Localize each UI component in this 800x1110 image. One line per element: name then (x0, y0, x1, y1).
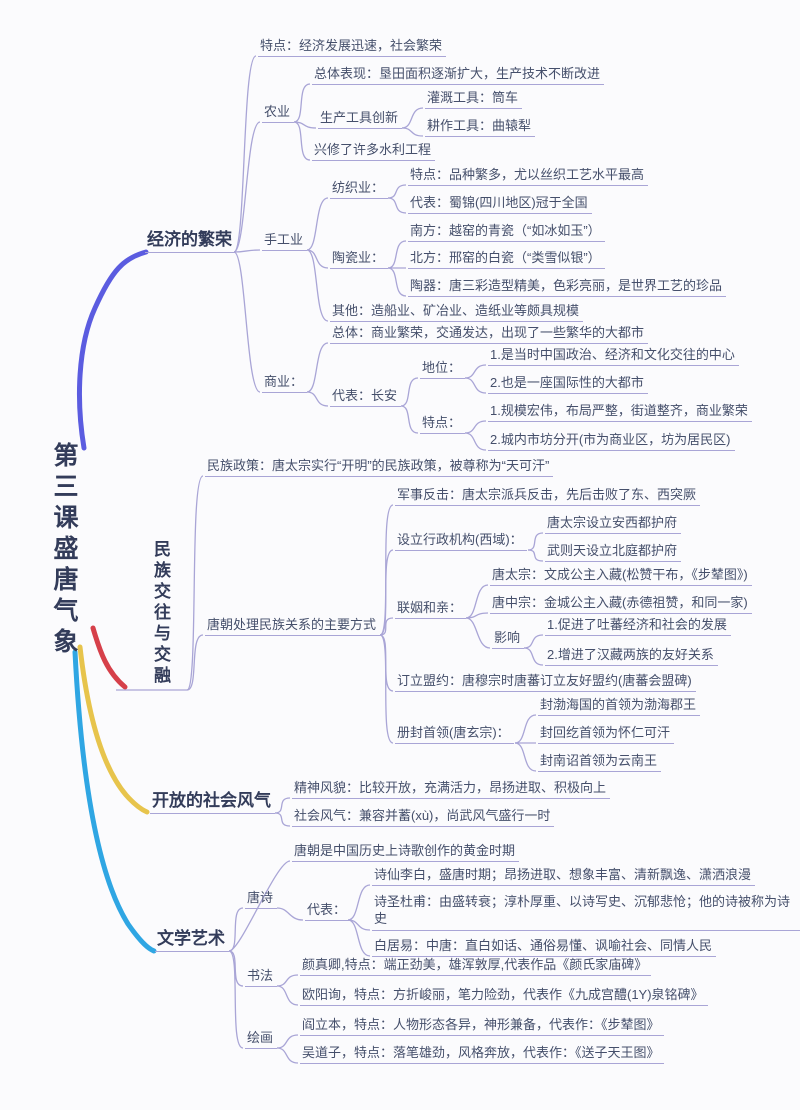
node-beiting-protectorate: 武则天设立北庭都护府 (545, 543, 682, 562)
node-textile: 纺织业： (330, 180, 389, 199)
node-ceramics: 陶瓷业： (330, 250, 389, 269)
node-ceramics-pottery: 陶器：唐三彩造型精美，色彩亮丽，是世界工艺的珍品 (408, 278, 727, 297)
node-changan-feature: 特点： (420, 415, 466, 434)
economy-branch-curve (76, 249, 149, 451)
node-commerce-changan: 代表：长安 (330, 388, 402, 407)
node-conferment-nanzhao: 封南诏首领为云南王 (538, 753, 662, 772)
node-irrigation-tool: 灌溉工具：筒车 (425, 90, 523, 109)
node-poet-libai: 诗仙李白，盛唐时期；昂扬进取、想象丰富、清新飘逸、潇洒浪漫 (372, 867, 756, 886)
node-poet-dufu: 诗圣杜甫：由盛转衰；淳朴厚重、以诗写史、沉郁悲怆；他的诗被称为诗史 (372, 893, 800, 931)
literature-branch-curve (72, 649, 157, 954)
branch-economy: 经济的繁荣 (145, 230, 236, 253)
node-ceramics-north: 北方：邢窑的白瓷（“类雪似银”） (408, 250, 605, 269)
branch-society: 开放的社会风气 (150, 791, 275, 814)
node-admin-agencies: 设立行政机构(西域)： (395, 532, 527, 551)
node-water-projects: 兴修了许多水利工程 (312, 142, 436, 161)
node-society-spirit: 精神风貌：比较开放，充满活力，昂扬进取、积极向上 (292, 780, 611, 799)
node-marriage-impact-1: 1.促进了吐蕃经济和社会的发展 (545, 617, 731, 636)
ethnic-branch-curve (90, 625, 128, 690)
node-textile-feature: 特点：品种繁多，尤以丝织工艺水平最高 (408, 167, 649, 186)
node-painter-yanliben: 阎立本，特点：人物形态各异，神形兼备，代表作：《步辇图》 (300, 1017, 664, 1036)
node-conferment-bohai: 封渤海国的首领为渤海郡王 (538, 697, 701, 716)
node-calligrapher-ouyang: 欧阳询，特点：方折峻丽，笔力险劲，代表作《九成宫醴(1Y)泉铭碑》 (300, 987, 708, 1006)
node-handicraft: 手工业 (262, 232, 308, 251)
node-agriculture: 农业 (262, 104, 295, 123)
node-poet-baijuyi: 白居易：中唐：直白如话、通俗易懂、讽喻社会、同情人民 (372, 938, 717, 957)
node-anxi-protectorate: 唐太宗设立安西都护府 (545, 515, 682, 534)
node-farming-tool: 耕作工具：曲辕犁 (425, 118, 536, 137)
node-treaty: 订立盟约：唐穆宗时唐蕃订立友好盟约(唐蕃会盟碑) (395, 673, 696, 692)
node-agriculture-overall: 总体表现：垦田面积逐渐扩大，生产技术不断改进 (312, 66, 605, 85)
node-marriage-impact-2: 2.增进了汉藏两族的友好关系 (545, 647, 718, 666)
node-textile-representative: 代表：蜀锦(四川地区)冠于全国 (408, 195, 592, 214)
node-marriage-zhongzong: 唐中宗：金城公主入藏(赤德祖赞，和同一家) (490, 595, 752, 614)
root-title: 第三课盛唐气象 (50, 442, 78, 659)
node-tang-poetry: 唐诗 (245, 890, 278, 909)
node-marriage-impact: 影响 (492, 630, 525, 649)
node-marriage-alliance: 联姻和亲： (395, 600, 467, 619)
branch-literature: 文学艺术 (155, 929, 229, 952)
node-changan-status: 地位： (420, 360, 466, 379)
branch-ethnic: 民族交往与交融 (151, 540, 170, 687)
node-tool-innovation: 生产工具创新 (318, 110, 403, 129)
node-conferment: 册封首领(唐玄宗)： (395, 725, 514, 744)
node-changan-status-2: 2.也是一座国际性的大都市 (488, 375, 648, 394)
node-changan-status-1: 1.是当时中国政治、经济和文化交往的中心 (488, 347, 739, 366)
node-changan-feature-1: 1.规模宏伟，布局严整，街道整齐，商业繁荣 (488, 403, 752, 422)
node-ethnic-methods: 唐朝处理民族关系的主要方式 (205, 617, 381, 636)
node-conferment-huihe: 封回纥首领为怀仁可汗 (538, 725, 675, 744)
node-commerce-overall: 总体：商业繁荣，交通发达，出现了一些繁华的大都市 (330, 325, 649, 344)
node-calligrapher-yan: 颜真卿,特点：端正劲美，雄浑敦厚,代表作品《颜氏家庙碑》 (300, 957, 652, 976)
node-society-custom: 社会风气：兼容并蓄(xù)，尚武风气盛行一时 (292, 808, 555, 827)
node-poetry-golden-age: 唐朝是中国历史上诗歌创作的黄金时期 (292, 843, 520, 862)
node-ethnic-policy: 民族政策：唐太宗实行“开明”的民族政策，被尊称为“天可汗” (205, 458, 554, 477)
node-handicraft-others: 其他：造船业、矿冶业、造纸业等颇具规模 (330, 303, 584, 322)
node-commerce: 商业： (262, 374, 308, 393)
node-painter-wudaozi: 吴道子，特点：落笔雄劲，风格奔放，代表作：《送子天王图》 (300, 1045, 664, 1064)
node-ceramics-south: 南方：越窑的青瓷（“如冰如玉”） (408, 223, 605, 242)
node-painting: 绘画 (245, 1030, 278, 1049)
node-economy-feature: 特点：经济发展迅速，社会繁荣 (258, 38, 447, 57)
node-marriage-taizong: 唐太宗：文成公主入藏(松赞干布，《步辇图》) (490, 567, 752, 586)
node-military-counterattack: 军事反击：唐太宗派兵反击，先后击败了东、西突厥 (395, 487, 701, 506)
node-changan-feature-2: 2.城内市坊分开(市为商业区，坊为居民区) (488, 432, 735, 451)
society-branch-curve (77, 644, 150, 815)
node-calligraphy: 书法 (245, 968, 278, 987)
node-poetry-representatives: 代表： (305, 902, 351, 921)
